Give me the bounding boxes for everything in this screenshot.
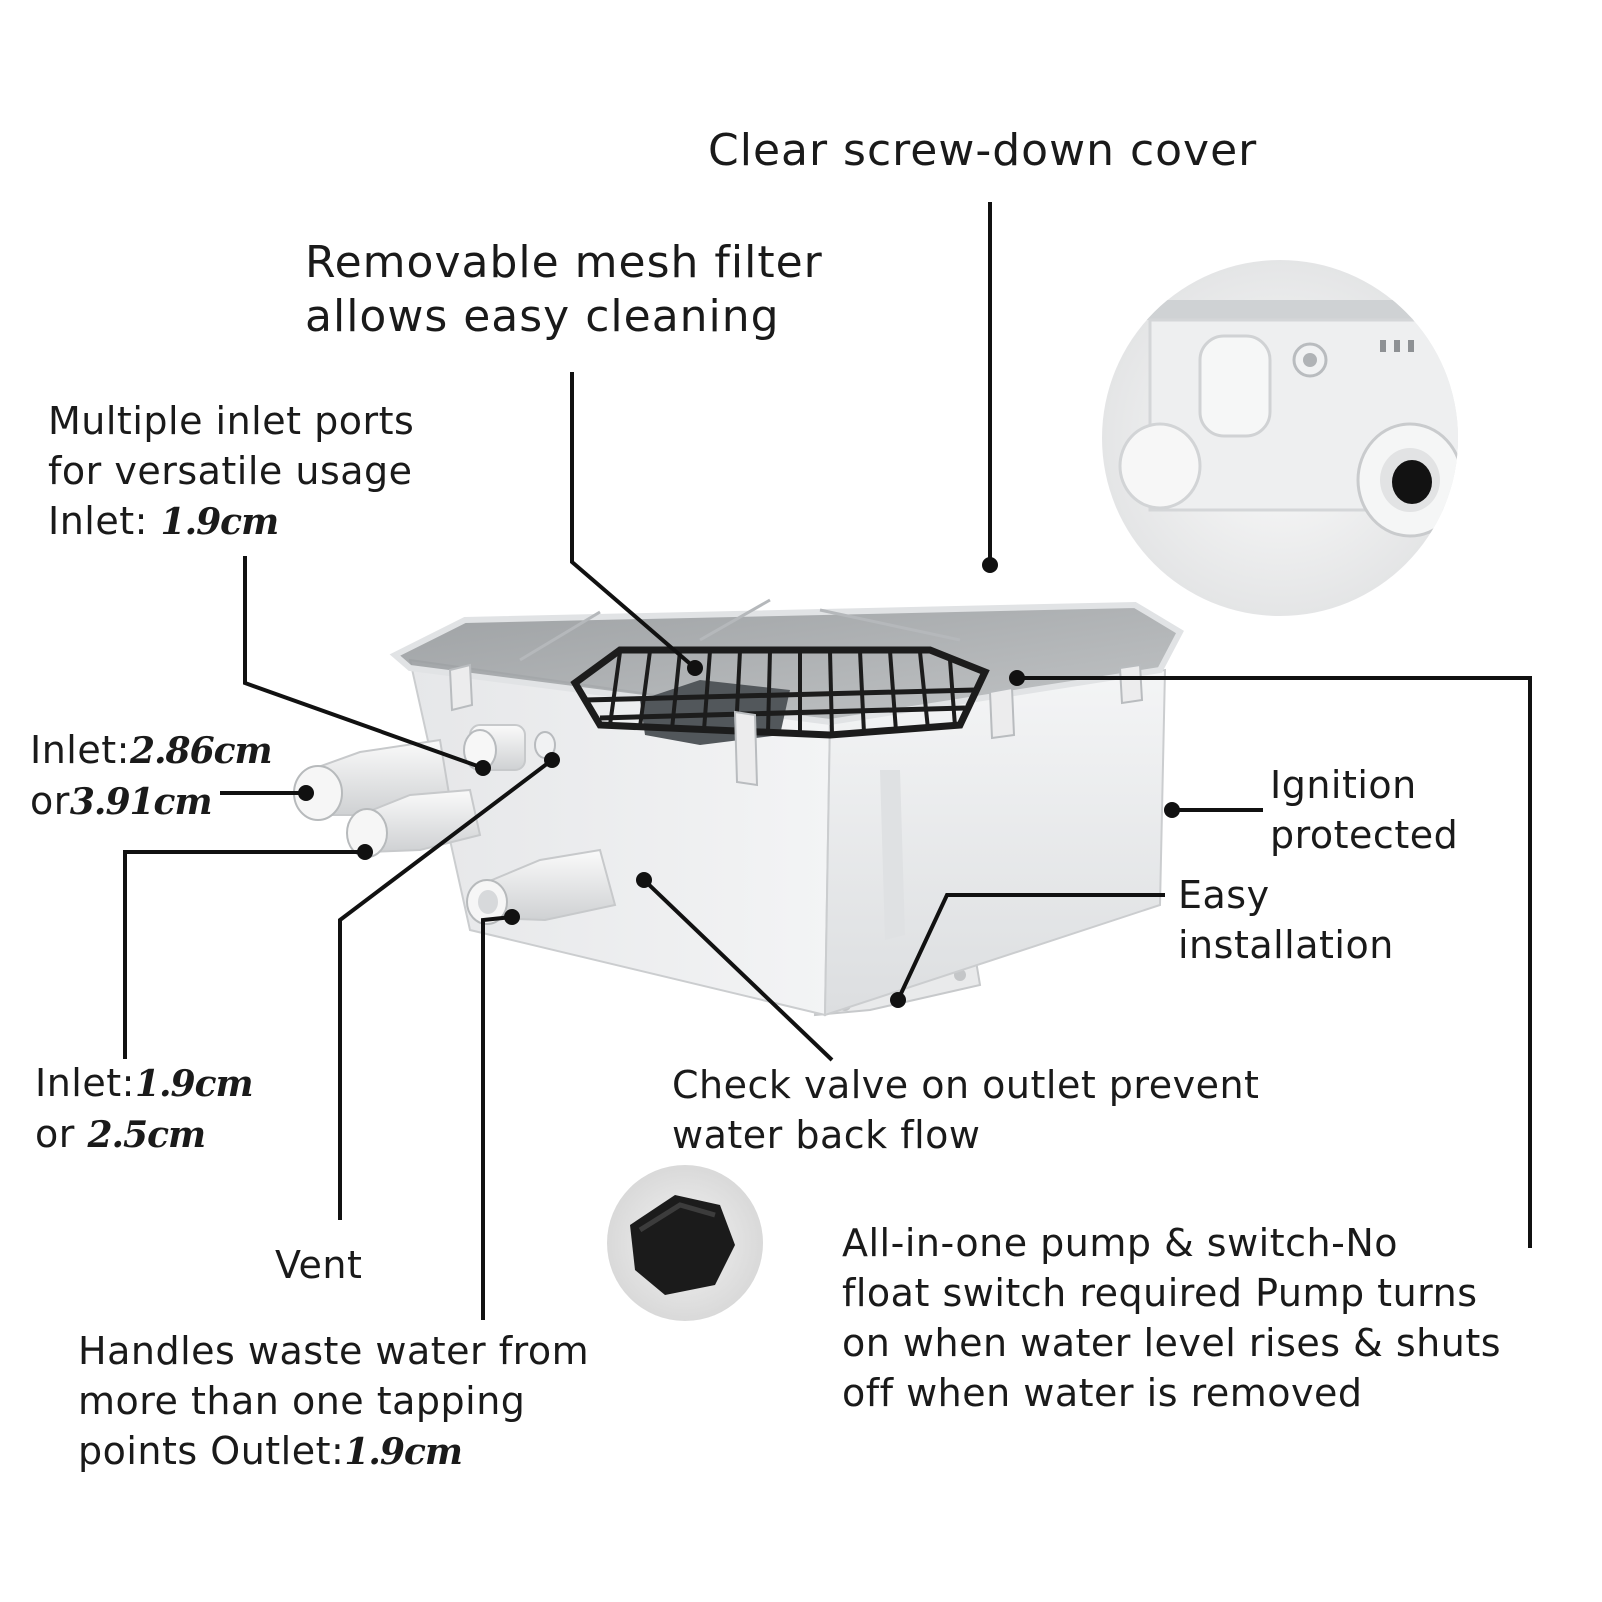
leader-check-valve bbox=[642, 878, 834, 1062]
label-multi-line2: for versatile usage bbox=[48, 449, 413, 493]
leader-all-in-one bbox=[1017, 676, 1532, 1248]
label-allinone-line3: on when water level rises & shuts bbox=[842, 1321, 1502, 1365]
label-inlet-small: Inlet:1.9cm or 2.5cm bbox=[35, 1058, 254, 1160]
label-mesh-line1: Removable mesh filter bbox=[305, 237, 823, 288]
label-cover: Clear screw-down cover bbox=[708, 124, 1257, 178]
label-ignition: Ignition protected bbox=[1270, 760, 1458, 860]
label-handles-line3-text: points Outlet: bbox=[78, 1429, 345, 1473]
inset-detail-circle bbox=[1102, 260, 1458, 616]
label-check-line2: water back flow bbox=[672, 1113, 981, 1157]
label-vent-text: Vent bbox=[275, 1243, 363, 1287]
leader-multi-inlet bbox=[243, 556, 484, 770]
label-handles-waste: Handles waste water from more than one t… bbox=[78, 1326, 589, 1477]
label-multiple-inlets: Multiple inlet ports for versatile usage… bbox=[48, 396, 414, 547]
label-inlet-large-value2: 3.91cm bbox=[69, 781, 213, 823]
label-inlet-large-text2: or bbox=[30, 779, 70, 823]
label-ignition-line2: protected bbox=[1270, 813, 1459, 857]
label-check-line1: Check valve on outlet prevent bbox=[672, 1063, 1260, 1107]
leader-mesh bbox=[570, 372, 697, 670]
leader-vent bbox=[338, 758, 554, 1220]
label-easy-line1: Easy bbox=[1178, 873, 1270, 917]
gasket-inset bbox=[607, 1165, 763, 1321]
label-handles-line3-value: 1.9cm bbox=[344, 1431, 463, 1473]
label-inlet-large-value1: 2.86cm bbox=[129, 730, 273, 772]
sump-box bbox=[293, 598, 1184, 1017]
label-inlet-small-value1: 1.9cm bbox=[134, 1063, 254, 1105]
label-easy-line2: installation bbox=[1178, 923, 1394, 967]
leader-outlet bbox=[481, 915, 513, 1320]
label-inlet-small-text2: or bbox=[35, 1112, 88, 1156]
label-allinone-line4: off when water is removed bbox=[842, 1371, 1363, 1415]
label-ignition-line1: Ignition bbox=[1270, 763, 1417, 807]
label-allinone-line1: All-in-one pump & switch-No bbox=[842, 1221, 1399, 1265]
label-all-in-one: All-in-one pump & switch-No float switch… bbox=[842, 1218, 1501, 1418]
label-vent: Vent bbox=[275, 1240, 362, 1290]
leader-inlet-small bbox=[123, 850, 365, 1059]
leader-lines bbox=[123, 202, 1532, 1320]
label-check-valve: Check valve on outlet prevent water back… bbox=[672, 1060, 1259, 1160]
label-inlet-large: Inlet:2.86cm or3.91cm bbox=[30, 725, 273, 827]
label-cover-text: Clear screw-down cover bbox=[708, 125, 1258, 176]
label-handles-line1: Handles waste water from bbox=[78, 1329, 590, 1373]
label-allinone-line2: float switch required Pump turns bbox=[842, 1271, 1478, 1315]
label-handles-line2: more than one tapping bbox=[78, 1379, 526, 1423]
leader-easy-install bbox=[896, 893, 1165, 1001]
label-inlet-large-text1: Inlet: bbox=[30, 728, 130, 772]
label-inlet-small-value2: 2.5cm bbox=[87, 1114, 206, 1156]
label-mesh-line2: allows easy cleaning bbox=[305, 291, 780, 342]
label-multi-line1: Multiple inlet ports bbox=[48, 399, 415, 443]
label-mesh-filter: Removable mesh filter allows easy cleani… bbox=[305, 236, 823, 344]
label-multi-line3-text: Inlet: bbox=[48, 499, 161, 543]
label-multi-line3-value: 1.9cm bbox=[160, 501, 280, 543]
label-inlet-small-text1: Inlet: bbox=[35, 1061, 135, 1105]
label-easy-install: Easy installation bbox=[1178, 870, 1394, 970]
